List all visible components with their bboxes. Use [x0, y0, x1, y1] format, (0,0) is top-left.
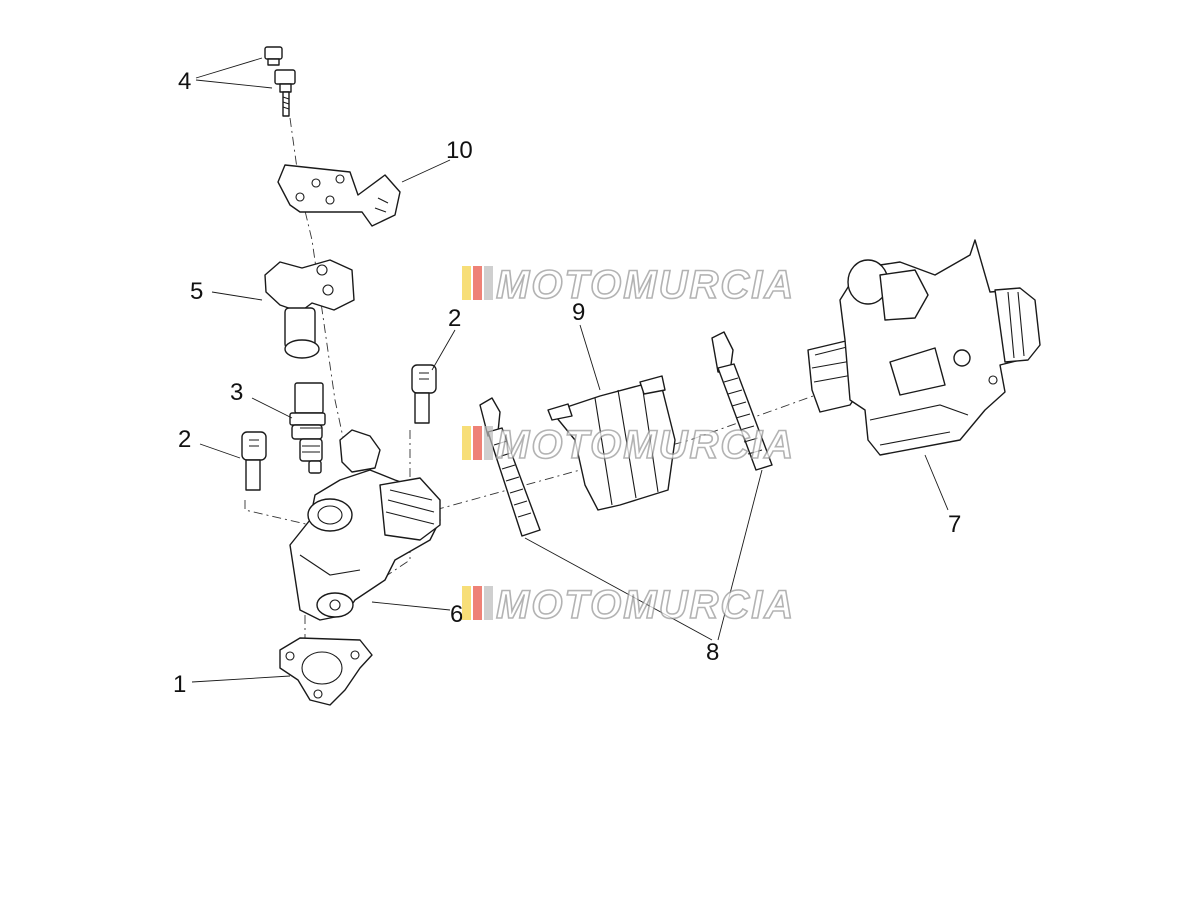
watermark-middle: MOTOMURCIA — [462, 422, 795, 468]
part-10-bracket — [277, 164, 401, 227]
callout-2-left: 2 — [178, 426, 191, 453]
callout-10: 10 — [446, 137, 473, 164]
part-5-sensor — [264, 259, 355, 359]
watermark-stripe — [473, 426, 482, 460]
callout-8: 8 — [706, 639, 719, 666]
part-1-gasket — [279, 637, 373, 706]
watermark-stripe — [473, 266, 482, 300]
leader-lines — [191, 57, 949, 683]
part-2-screw-left — [241, 431, 267, 491]
callout-2-right: 2 — [448, 305, 461, 332]
watermark-stripe — [484, 586, 493, 620]
watermark-stripe — [462, 426, 471, 460]
callout-1: 1 — [173, 671, 186, 698]
part-8-clamp-right — [711, 331, 773, 471]
part-7-throttle-body — [807, 239, 1041, 456]
part-4-bolts — [264, 46, 296, 117]
callout-numbers: 4 10 5 3 2 2 9 7 6 8 1 — [173, 68, 961, 698]
watermark-stripe — [484, 266, 493, 300]
part-8-clamp-left — [479, 397, 541, 537]
part-2-screw-right — [411, 364, 437, 424]
callout-3: 3 — [230, 379, 243, 406]
callout-9: 9 — [572, 299, 585, 326]
watermark-stripe — [462, 266, 471, 300]
callout-6: 6 — [450, 601, 463, 628]
watermark-text: MOTOMURCIA — [496, 423, 795, 467]
watermark-text: MOTOMURCIA — [496, 583, 795, 627]
watermark-bottom: MOTOMURCIA — [462, 582, 795, 628]
part-6-intake-manifold — [289, 429, 441, 621]
part-9-rubber-coupling — [547, 375, 676, 511]
watermark-text: MOTOMURCIA — [496, 263, 795, 307]
callout-7: 7 — [948, 511, 961, 538]
part-3-injector — [289, 382, 326, 474]
watermark-stripe — [473, 586, 482, 620]
callout-4: 4 — [178, 68, 191, 95]
watermark-top: MOTOMURCIA — [462, 262, 795, 308]
callout-5: 5 — [190, 278, 203, 305]
watermark-stripe — [484, 426, 493, 460]
watermark-stripe — [462, 586, 471, 620]
